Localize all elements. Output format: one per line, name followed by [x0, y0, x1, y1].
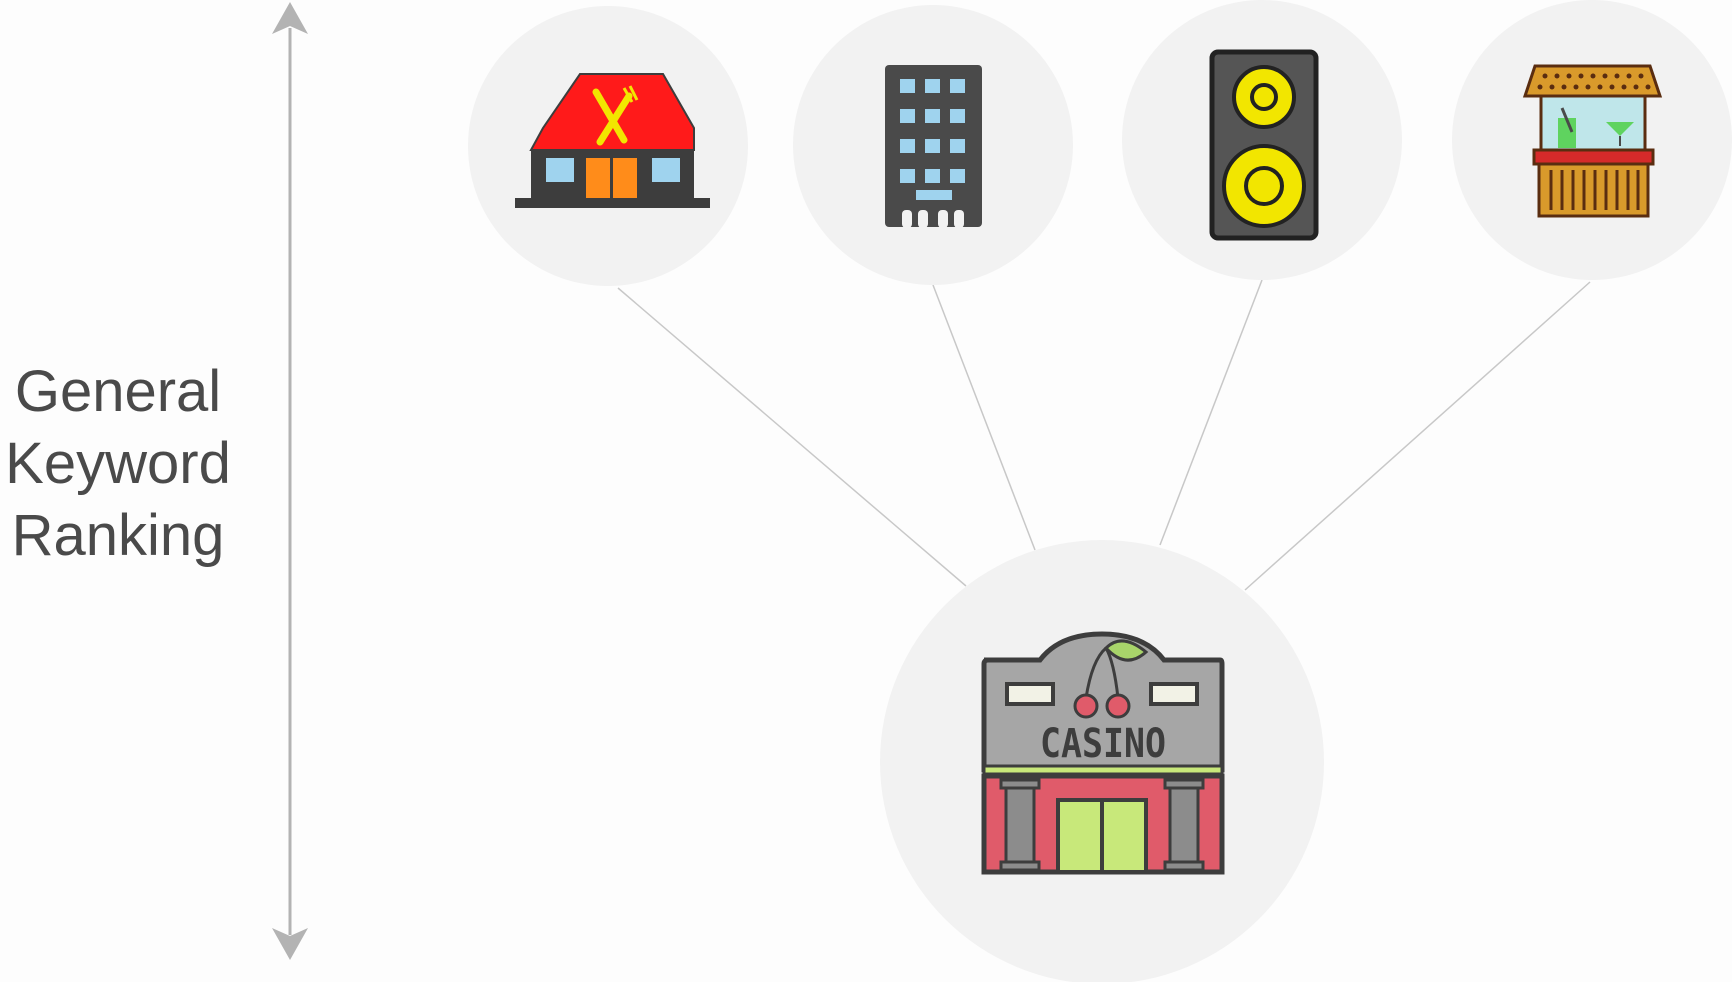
bar-stand-icon	[1522, 64, 1663, 218]
ranking-axis-arrow	[272, 2, 308, 960]
axis-label-line-1: General	[14, 359, 222, 424]
connector-hotel	[932, 284, 1036, 551]
connector-bar	[1244, 281, 1591, 591]
speaker-icon	[1209, 49, 1319, 241]
casino-icon: CASINO	[981, 631, 1225, 875]
connector-restaurant	[617, 287, 967, 587]
connector-lines	[617, 279, 1591, 591]
axis-label-line-2: Keyword	[5, 431, 231, 496]
restaurant-icon	[515, 73, 710, 208]
connector-nightclub	[1159, 279, 1263, 546]
casino-sign-text: CASINO	[1040, 721, 1166, 767]
axis-label: General Keyword Ranking	[0, 356, 236, 572]
axis-label-line-3: Ranking	[11, 503, 225, 568]
hotel-building-icon	[885, 65, 982, 228]
